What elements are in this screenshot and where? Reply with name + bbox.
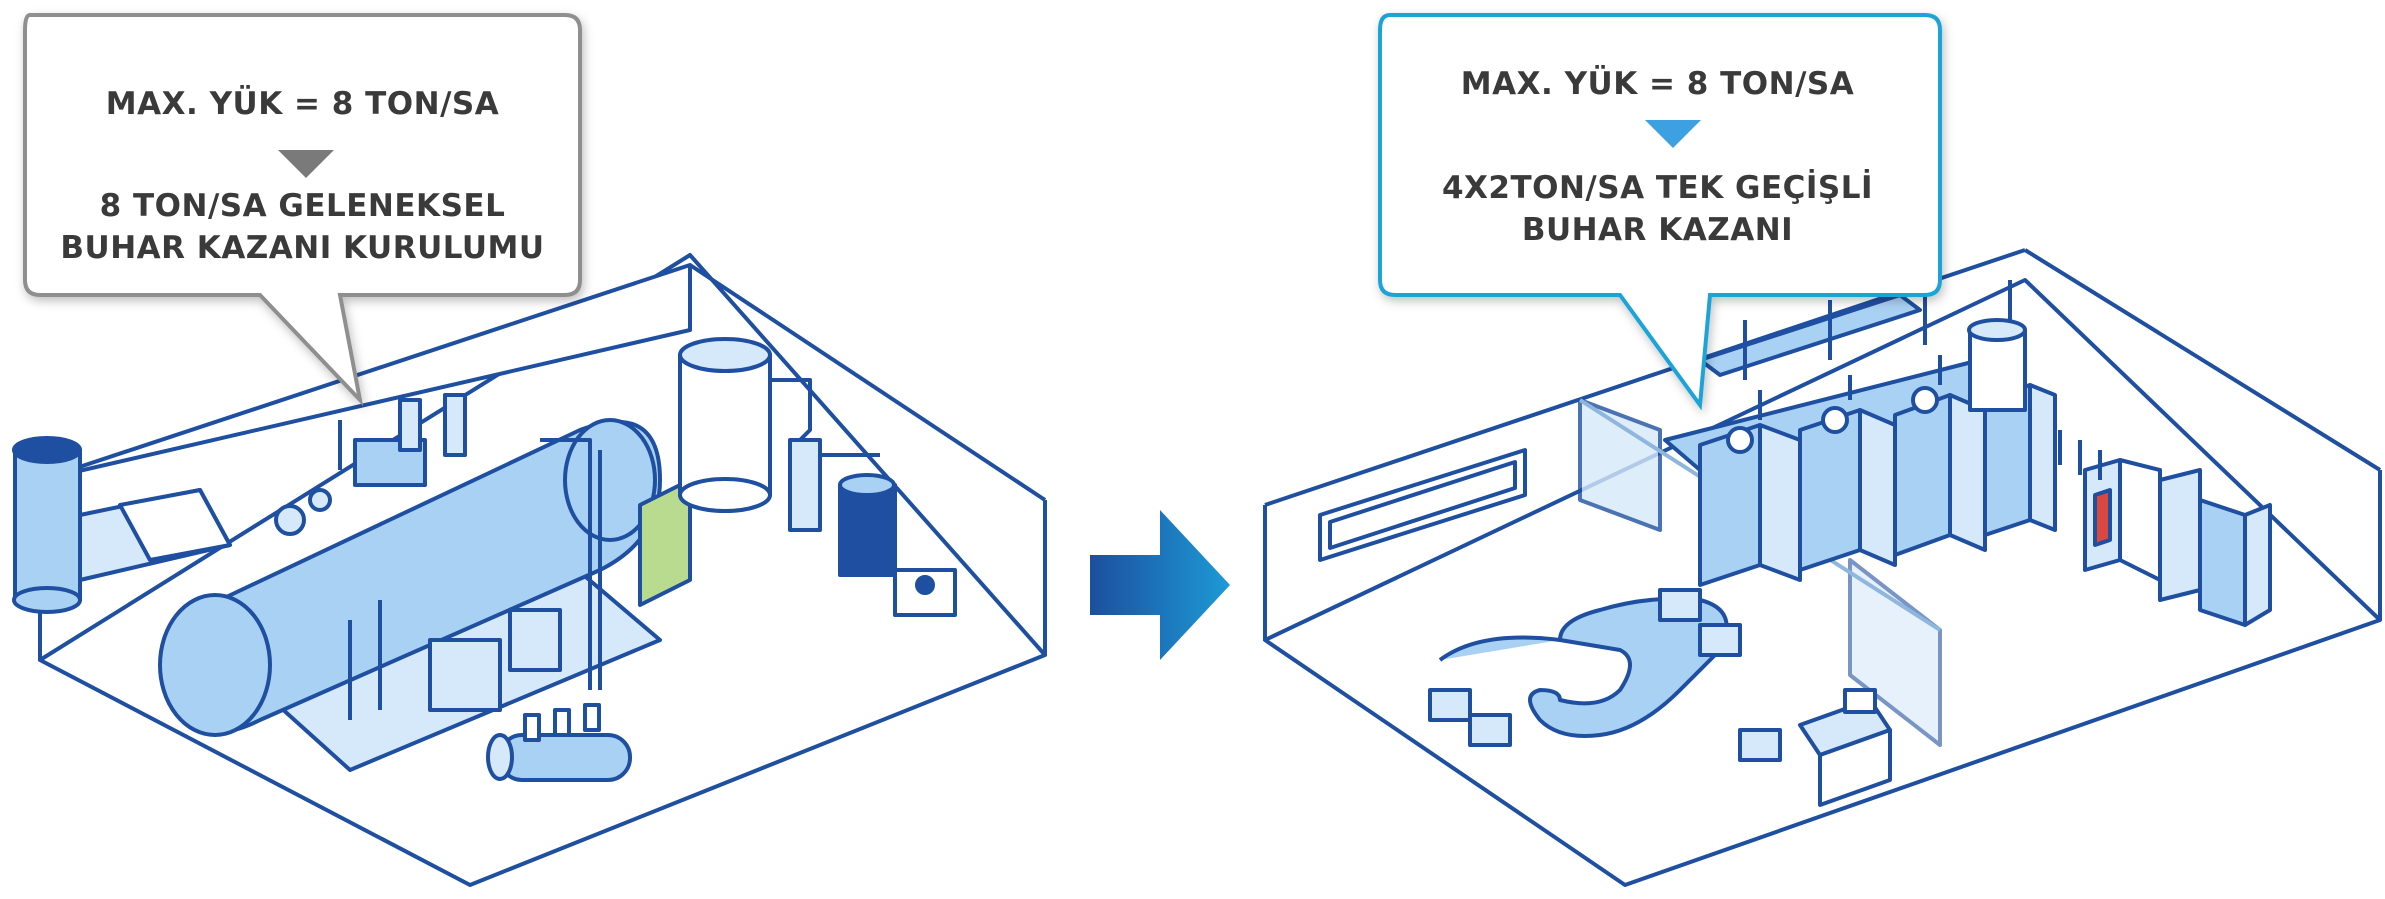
right-boiler-room	[1263, 248, 2382, 887]
brine-tank	[838, 483, 897, 577]
boiler-unit-2	[1798, 408, 1897, 572]
left-description-line2: BUHAR KAZANI KURULUMU	[60, 230, 545, 266]
left-max-load-label: MAX. YÜK = 8 TON/SA	[105, 86, 500, 122]
control-panels	[2083, 458, 2272, 627]
glass-partition	[1578, 398, 1662, 532]
overhead-header	[1698, 293, 1922, 377]
right-description-line2: BUHAR KAZANI	[1521, 212, 1794, 248]
right-description-line1: 4X2TON/SA TEK GEÇİŞLİ	[1441, 170, 1874, 206]
feed-pump	[428, 638, 502, 712]
right-callout-bubble	[1378, 13, 1942, 411]
office-chairs	[1428, 588, 1782, 762]
control-cabinet-green	[638, 478, 692, 607]
left-down-arrow-icon	[278, 150, 334, 178]
left-callout-text: MAX. YÜK = 8 TON/SA 8 TON/SA GELENEKSEL …	[25, 15, 580, 269]
boiler-unit-4	[1983, 383, 2057, 537]
left-boiler-room	[12, 253, 1047, 887]
left-callout-bubble	[23, 13, 582, 407]
wall-window	[1318, 448, 1527, 562]
right-arrow-icon	[1090, 510, 1230, 660]
feedwater-tank	[678, 337, 772, 513]
right-max-load-label: MAX. YÜK = 8 TON/SA	[1460, 66, 1855, 102]
condensate-tank	[1967, 318, 2027, 412]
left-description-line1: 8 TON/SA GELENEKSEL	[99, 188, 506, 224]
right-callout-text: MAX. YÜK = 8 TON/SA 4X2TON/SA TEK GEÇİŞL…	[1380, 15, 1935, 251]
boiler-unit-1	[1698, 423, 1802, 587]
workstation-desk	[1798, 688, 1892, 807]
steam-header	[486, 703, 632, 782]
chimney-stack	[12, 436, 82, 614]
boiler-unit-3	[1893, 393, 1987, 557]
main-boiler-drum	[158, 418, 662, 737]
softener-column	[788, 438, 822, 532]
right-down-arrow-icon	[1645, 120, 1701, 148]
